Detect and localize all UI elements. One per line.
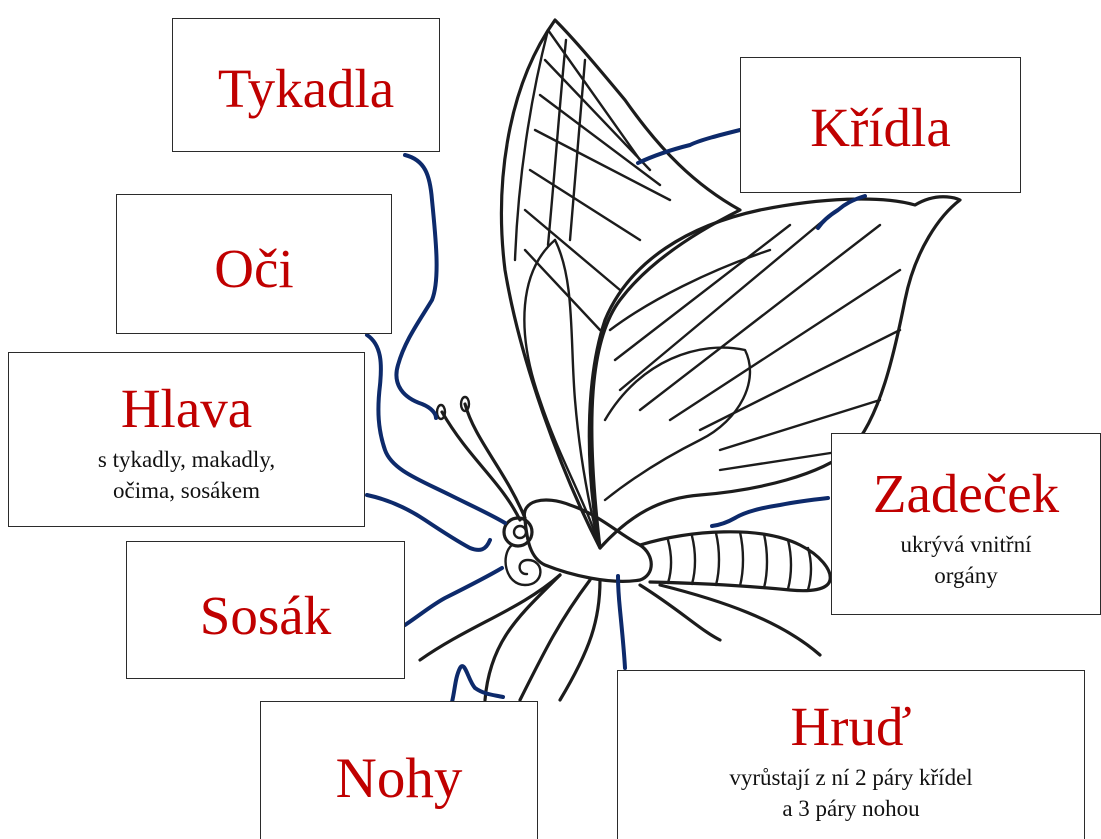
label-zadecek-desc-line2: orgány xyxy=(832,560,1100,591)
antenna-front xyxy=(442,412,520,520)
label-zadecek: Zadeček ukrývá vnitřní orgány xyxy=(831,433,1101,615)
label-tykadla-title: Tykadla xyxy=(173,61,439,116)
pointer-line-sosak xyxy=(405,568,502,625)
pointer-lines xyxy=(367,130,865,702)
forewing-outline xyxy=(502,20,740,548)
label-tykadla: Tykadla xyxy=(172,18,440,152)
pointer-line-hrud xyxy=(618,576,625,668)
pointer-line-tykadla xyxy=(396,155,436,418)
label-hlava-desc-line1: s tykadly, makadly, xyxy=(9,444,364,475)
label-nohy: Nohy xyxy=(260,701,538,839)
label-hlava-desc-line2: očima, sosákem xyxy=(9,475,364,506)
label-hrud-desc-line2: a 3 páry nohou xyxy=(618,793,1084,824)
label-hrud: Hruď vyrůstají z ní 2 páry křídel a 3 pá… xyxy=(617,670,1085,839)
label-nohy-title: Nohy xyxy=(261,750,537,807)
label-kridla-title: Křídla xyxy=(741,100,1020,155)
eye-shape xyxy=(514,526,526,538)
label-oci: Oči xyxy=(116,194,392,334)
label-sosak-title: Sosák xyxy=(127,588,404,643)
thorax-shape xyxy=(524,500,651,581)
label-sosak: Sosák xyxy=(126,541,405,679)
label-hrud-title: Hruď xyxy=(618,699,1084,754)
label-kridla: Křídla xyxy=(740,57,1021,193)
label-hlava: Hlava s tykadly, makadly, očima, sosákem xyxy=(8,352,365,527)
pointer-line-zadecek xyxy=(712,498,828,526)
label-hrud-desc-line1: vyrůstají z ní 2 páry křídel xyxy=(618,762,1084,793)
antenna-back xyxy=(465,404,525,518)
pointer-line-oci xyxy=(367,335,505,523)
proboscis-coil xyxy=(506,545,541,585)
label-zadecek-desc-line1: ukrývá vnitřní xyxy=(832,529,1100,560)
pointer-line-nohy xyxy=(452,666,503,702)
label-zadecek-title: Zadeček xyxy=(832,466,1100,521)
label-oci-title: Oči xyxy=(117,241,391,296)
label-hlava-title: Hlava xyxy=(9,381,364,436)
